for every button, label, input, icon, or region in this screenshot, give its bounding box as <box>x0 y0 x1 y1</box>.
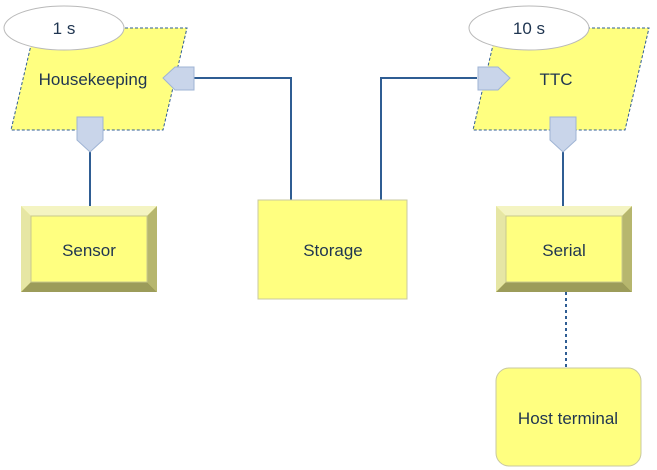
device-host-terminal-label: Host terminal <box>518 409 618 428</box>
device-storage-label: Storage <box>303 241 363 260</box>
device-serial-label: Serial <box>542 241 585 260</box>
connectors <box>89 77 567 368</box>
device-serial[interactable]: Serial <box>496 206 632 292</box>
device-serial-bevel-right <box>622 206 632 292</box>
device-sensor-bevel-left <box>21 206 31 292</box>
device-sensor-label: Sensor <box>62 241 116 260</box>
device-serial-bevel-bottom <box>496 282 632 292</box>
rate-badge-housekeeping: 1 s <box>3 5 125 51</box>
task-ttc-label: TTC <box>539 70 572 89</box>
task-ttc-shape[interactable] <box>472 27 650 131</box>
device-sensor-bevel-bottom <box>21 282 157 292</box>
device-serial-face <box>505 215 623 283</box>
port-down-icon <box>76 116 104 153</box>
port-right-icon <box>477 66 511 91</box>
task-housekeeping-shape[interactable] <box>10 27 188 131</box>
storage-ttc-connector <box>380 77 477 200</box>
device-storage-box[interactable] <box>257 199 408 300</box>
device-sensor-face <box>30 215 148 283</box>
device-host-terminal[interactable]: Host terminal <box>495 367 642 467</box>
task-ttc[interactable]: TTC <box>472 27 650 153</box>
rate-badge-housekeeping-label: 1 s <box>53 19 76 38</box>
device-storage[interactable]: Storage <box>257 199 408 300</box>
device-sensor-bevel-right <box>147 206 157 292</box>
housekeeping-storage-connector <box>192 77 292 200</box>
device-sensor-bevel-top <box>21 206 157 216</box>
port-left-icon <box>162 66 195 91</box>
rate-badge-ttc-ellipse <box>468 5 590 51</box>
device-sensor[interactable]: Sensor <box>21 206 157 292</box>
device-host-terminal-box[interactable] <box>495 367 642 467</box>
device-serial-bevel-left <box>496 206 506 292</box>
task-housekeeping-label: Housekeeping <box>39 70 148 89</box>
port-down-icon <box>549 116 577 153</box>
rate-badge-ttc-label: 10 s <box>513 19 545 38</box>
device-serial-bevel-top <box>496 206 632 216</box>
rate-badge-housekeeping-ellipse <box>3 5 125 51</box>
rate-badge-ttc: 10 s <box>468 5 590 51</box>
task-housekeeping[interactable]: Housekeeping <box>10 27 195 153</box>
